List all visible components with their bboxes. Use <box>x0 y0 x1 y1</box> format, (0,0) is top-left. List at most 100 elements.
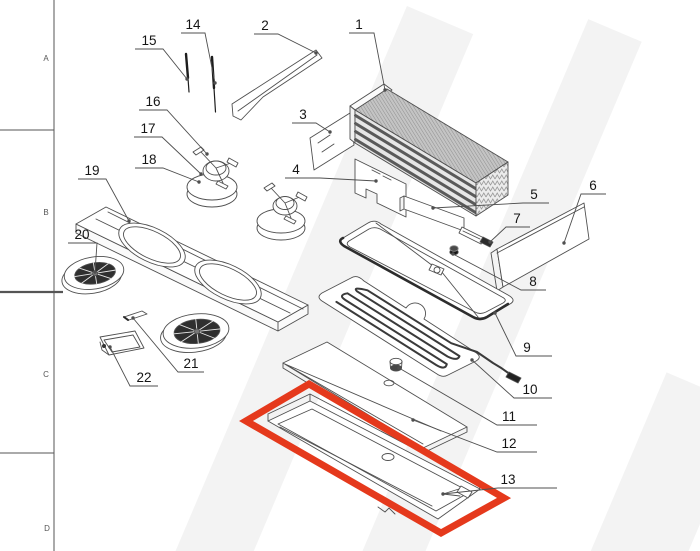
leader-dot-11 <box>397 366 401 370</box>
leader-line-7 <box>489 226 530 243</box>
part-15-rod[interactable] <box>184 52 190 93</box>
leader-dot-9 <box>493 311 497 315</box>
part-4-end-panel[interactable] <box>354 158 407 218</box>
part-number-11[interactable]: 11 <box>502 409 516 424</box>
fan-motor-assembly-2[interactable] <box>256 182 308 241</box>
part-1-coil-block[interactable] <box>349 83 509 217</box>
part-number-19[interactable]: 19 <box>84 163 99 178</box>
pan-back-wall <box>267 393 481 490</box>
part-number-17[interactable]: 17 <box>140 121 155 136</box>
leader-dot-10 <box>470 358 474 362</box>
leader-dot-4 <box>374 179 378 183</box>
leader-dot-21 <box>131 316 135 320</box>
ruler-letter-C: C <box>43 370 49 379</box>
leader-dot-6 <box>562 241 566 245</box>
part-number-22[interactable]: 22 <box>136 370 151 385</box>
ruler-letter-D: D <box>44 524 50 533</box>
leader-dot-20 <box>93 270 97 274</box>
fan-opening-2 <box>194 259 262 305</box>
part-number-5[interactable]: 5 <box>530 187 538 202</box>
leader-line-11 <box>398 367 537 426</box>
coil-left-face <box>349 105 356 144</box>
motor-bracket <box>192 146 239 190</box>
leader-line-4 <box>285 177 377 182</box>
part-number-2[interactable]: 2 <box>261 18 269 33</box>
leader-dot-5 <box>431 206 435 210</box>
part-19-fan-deck[interactable] <box>75 206 309 332</box>
leader-line-14 <box>181 32 216 84</box>
part-number-1[interactable]: 1 <box>355 17 363 32</box>
part-6-side-panel[interactable] <box>490 202 590 292</box>
heater-plug <box>505 371 522 384</box>
fan-opening-1 <box>118 222 186 268</box>
pan-drain-hole <box>433 266 441 274</box>
leader-dot-1 <box>383 88 387 92</box>
heater-coil <box>335 287 512 376</box>
part-number-7[interactable]: 7 <box>513 211 521 226</box>
part-number-21[interactable]: 21 <box>183 356 198 371</box>
part-number-14[interactable]: 14 <box>185 17 201 32</box>
leader-dot-17 <box>199 172 203 176</box>
part-10-heater-element[interactable] <box>318 276 522 384</box>
part-number-6[interactable]: 6 <box>589 178 597 193</box>
cover-drain-hole <box>383 379 395 387</box>
leader-line-16 <box>139 109 208 155</box>
leader-dot-3 <box>328 130 332 134</box>
leader-line-10 <box>471 359 552 399</box>
leader-line-21 <box>132 317 204 373</box>
leader-dot-2 <box>314 51 318 55</box>
leader-dot-18 <box>197 180 201 184</box>
leader-dot-14 <box>213 81 217 85</box>
leader-line-15 <box>135 48 188 80</box>
leader-line-22 <box>109 346 158 387</box>
pan-gasket-edge <box>338 236 510 321</box>
leader-line-12 <box>412 419 537 453</box>
leader-line-13 <box>442 487 557 495</box>
pan-oval-hole <box>381 453 395 461</box>
blower-wheel-2[interactable] <box>158 311 231 356</box>
part-7-screw[interactable] <box>458 226 494 248</box>
part-number-9[interactable]: 9 <box>523 340 531 355</box>
part-number-18[interactable]: 18 <box>141 152 156 167</box>
leader-line-5 <box>432 202 549 209</box>
leader-line-19 <box>78 178 130 222</box>
part-13-bottom-pan[interactable] <box>267 393 481 520</box>
highlight-box[interactable] <box>239 379 512 538</box>
leader-line-20 <box>68 242 98 273</box>
leader-line-18 <box>135 167 200 183</box>
part-number-4[interactable]: 4 <box>292 162 300 177</box>
leader-line-6 <box>563 193 606 244</box>
part-number-20[interactable]: 20 <box>74 227 89 242</box>
part-number-16[interactable]: 16 <box>145 94 160 109</box>
part-9-drain-pan[interactable] <box>338 220 514 321</box>
pan-notch <box>377 506 396 515</box>
leader-line-3 <box>292 122 331 133</box>
leader-dot-19 <box>127 219 131 223</box>
part-number-3[interactable]: 3 <box>299 107 307 122</box>
part-number-8[interactable]: 8 <box>529 274 537 289</box>
motor-bracket <box>263 182 308 225</box>
part-20-blower-wheel[interactable] <box>59 253 127 298</box>
leader-line-8 <box>452 253 546 291</box>
part-number-10[interactable]: 10 <box>522 382 537 397</box>
part-2-top-rail[interactable] <box>231 49 323 121</box>
leader-line-17 <box>134 136 202 175</box>
part-number-12[interactable]: 12 <box>501 436 516 451</box>
part-21-clip[interactable] <box>123 310 148 321</box>
leader-dot-16 <box>205 152 209 156</box>
part-number-15[interactable]: 15 <box>141 33 156 48</box>
leader-dot-13 <box>441 492 445 496</box>
fan-motor-assembly-1[interactable] <box>186 146 239 208</box>
leader-line-9 <box>494 312 552 357</box>
part-22-drip-tray[interactable] <box>99 330 145 356</box>
part-3-side-bracket[interactable] <box>309 112 355 171</box>
leader-dot-7 <box>488 240 492 244</box>
leader-line-2 <box>254 33 317 54</box>
leader-line-1 <box>349 32 386 91</box>
leader-dot-15 <box>185 77 189 81</box>
part-number-13[interactable]: 13 <box>500 472 515 487</box>
watermark-band <box>557 372 700 551</box>
